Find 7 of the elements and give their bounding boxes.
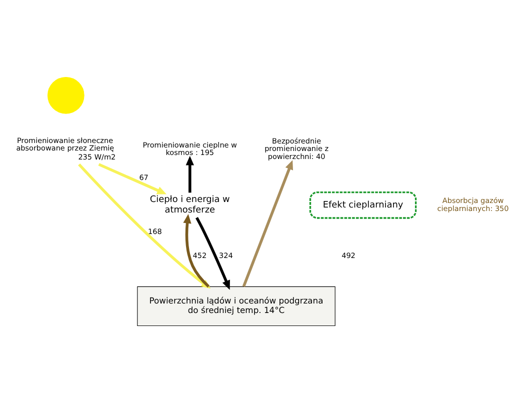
- arrow: [242, 160, 294, 288]
- node-box: Efekt cieplarniany: [309, 191, 417, 219]
- node-box: Powierzchnia lądów i oceanów podgrzana do średniej temp. 14°C: [137, 286, 336, 326]
- arrow: [186, 156, 194, 193]
- node-text: Ciepło i energia w atmosferze: [150, 195, 230, 216]
- node-circle: [47, 76, 84, 114]
- arrow: [98, 163, 166, 194]
